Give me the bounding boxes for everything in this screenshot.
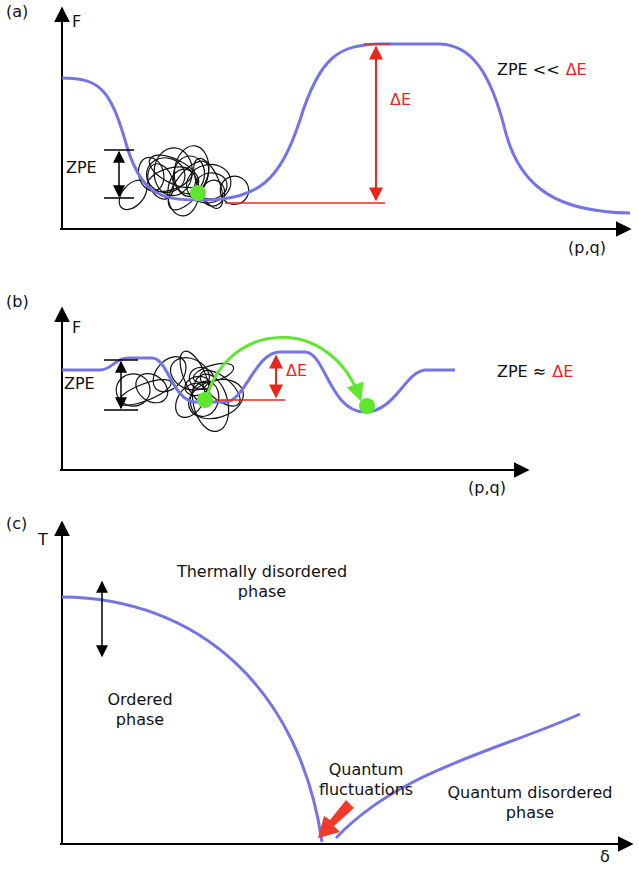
bracket (104, 359, 138, 361)
scribble-loop (143, 160, 178, 203)
label: F (72, 318, 81, 338)
free-energy-curve (62, 44, 630, 213)
label: ZPE (66, 158, 97, 178)
label: (p,q) (568, 238, 606, 258)
region-label: Thermally disordered phase (162, 562, 362, 602)
baseline (364, 43, 390, 45)
region-label: Quantum fluctuations (306, 760, 426, 800)
bracket (104, 197, 134, 199)
baseline (225, 202, 385, 204)
label: (a) (6, 2, 28, 22)
phase-boundary (62, 597, 322, 842)
fluctuation-arrow (318, 800, 354, 838)
label: ZPE ≈ (497, 362, 546, 382)
baseline (215, 399, 285, 401)
label: F (72, 12, 81, 32)
particle (197, 392, 213, 408)
zpe-arrow (120, 362, 122, 408)
barrier-arrow (275, 356, 277, 397)
axis (60, 843, 632, 845)
label: ΔE (552, 362, 573, 382)
axis (60, 228, 630, 230)
particle (359, 398, 375, 414)
barrier-arrow (375, 47, 377, 200)
bracket (104, 149, 134, 151)
tunneling-arrow (207, 337, 360, 398)
bracket (104, 409, 138, 411)
zero-point-scribble (114, 144, 252, 217)
particle (190, 185, 206, 201)
axis (60, 469, 528, 471)
label: (c) (6, 514, 27, 534)
axis (61, 522, 63, 845)
label: T (38, 530, 48, 550)
scribble-loop (116, 374, 174, 410)
label: (b) (6, 292, 29, 312)
thermal-arrow (101, 582, 103, 656)
label: ZPE << (497, 60, 560, 80)
region-label: Ordered phase (95, 690, 185, 730)
label: ΔE (284, 361, 309, 381)
label: (p,q) (468, 478, 506, 498)
zpe-arrow (118, 152, 120, 196)
label: ZPE (64, 374, 95, 394)
label: δ (600, 847, 610, 867)
axis (61, 308, 63, 470)
label: ΔE (566, 60, 587, 80)
region-label: Quantum disordered phase (448, 783, 613, 823)
axis (61, 8, 63, 230)
free-energy-curve (62, 352, 455, 412)
scribble-loop (161, 155, 216, 217)
label: ΔE (388, 90, 413, 110)
